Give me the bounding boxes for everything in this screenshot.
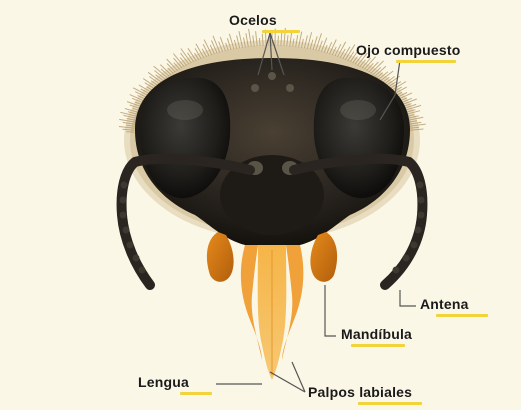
antenna-segment: [417, 182, 424, 189]
antenna-segment: [415, 227, 422, 234]
antenna-segment: [120, 197, 127, 204]
antenna-segment: [403, 255, 410, 262]
label-ojo-compuesto: Ojo compuesto: [356, 42, 461, 58]
antenna-segment: [123, 227, 130, 234]
label-lengua: Lengua: [138, 374, 189, 390]
antenna-segment: [127, 242, 134, 249]
label-ojo-compuesto-underline: [396, 60, 456, 63]
antenna-segment: [418, 197, 425, 204]
antenna-segment: [139, 267, 146, 274]
antenna-segment: [411, 242, 418, 249]
label-ocelos-underline: [262, 30, 300, 33]
hair-strand: [126, 132, 134, 133]
label-ocelos: Ocelos: [229, 12, 277, 28]
mandible-left: [207, 232, 234, 282]
antenna-segment: [393, 267, 400, 274]
antenna-segment: [120, 212, 127, 219]
antenna-segment: [121, 182, 128, 189]
label-mandibula: Mandíbula: [341, 326, 412, 342]
label-lengua-underline: [180, 392, 212, 395]
hair-strand: [278, 36, 279, 46]
label-mandibula-underline: [351, 344, 405, 347]
label-antena-underline: [436, 314, 488, 317]
label-palpos-labiales-underline: [358, 402, 422, 405]
antenna-segment: [418, 212, 425, 219]
hair-strand: [259, 38, 260, 46]
label-antena: Antena: [420, 296, 469, 312]
label-palpos-labiales: Palpos labiales: [308, 384, 412, 400]
antenna-segment: [133, 255, 140, 262]
